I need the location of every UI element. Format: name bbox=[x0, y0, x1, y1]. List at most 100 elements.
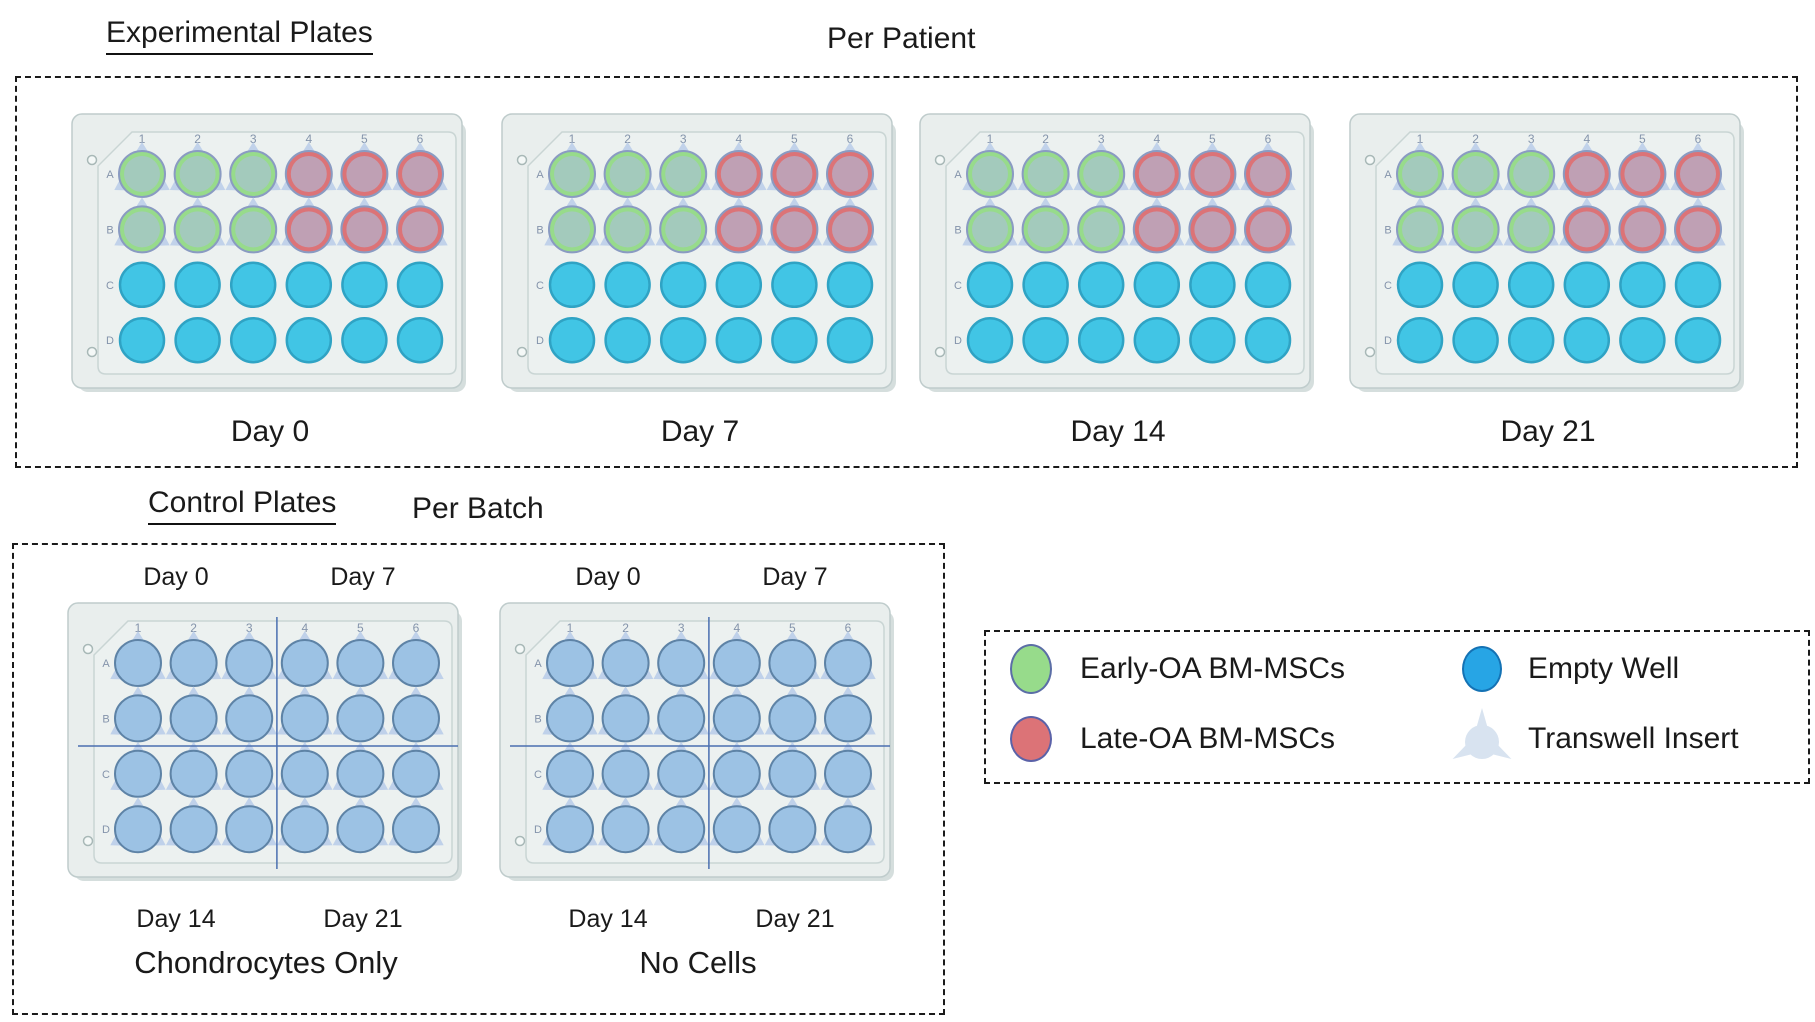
column-label: 4 bbox=[1153, 132, 1160, 146]
well-D2 bbox=[1022, 316, 1069, 364]
well-A4 bbox=[711, 142, 767, 198]
control-caption-chondrocytes: Chondrocytes Only bbox=[134, 945, 398, 980]
well-B1 bbox=[1392, 197, 1448, 254]
row-label: C bbox=[954, 280, 962, 292]
well-D2 bbox=[1452, 316, 1499, 364]
column-label: 4 bbox=[305, 132, 312, 146]
quadrant-label-day-7: Day 7 bbox=[762, 563, 828, 591]
well-A3 bbox=[655, 142, 711, 198]
well-C6 bbox=[826, 261, 874, 309]
column-label: 5 bbox=[789, 621, 796, 635]
well-B5 bbox=[766, 197, 823, 254]
well-B5 bbox=[1184, 197, 1241, 254]
plate-label-day-21: Day 21 bbox=[1500, 415, 1596, 448]
plate-label-day-0: Day 0 bbox=[230, 415, 310, 448]
well-B5 bbox=[764, 686, 821, 743]
legend-item-early-oa: Early-OA BM-MSCs bbox=[1010, 644, 1345, 694]
well-A1 bbox=[1392, 142, 1448, 198]
column-label: 4 bbox=[1583, 132, 1590, 146]
column-label: 5 bbox=[791, 132, 798, 146]
well-D2 bbox=[174, 316, 221, 364]
transwell-insert-shape bbox=[1452, 708, 1512, 759]
row-label: A bbox=[1384, 169, 1392, 181]
well-C3 bbox=[653, 741, 709, 798]
column-label: 6 bbox=[1695, 132, 1702, 146]
well-D6 bbox=[1674, 316, 1722, 364]
well-D1 bbox=[542, 797, 598, 854]
well-A2 bbox=[1017, 142, 1074, 198]
row-label: C bbox=[102, 769, 110, 781]
quadrant-label-day-0: Day 0 bbox=[575, 563, 641, 591]
column-label: 2 bbox=[194, 132, 201, 146]
well-D1 bbox=[1396, 316, 1444, 364]
well-A3 bbox=[1503, 142, 1559, 198]
well-D1 bbox=[110, 797, 166, 854]
row-label: D bbox=[534, 824, 542, 836]
late-oa-well-icon bbox=[1010, 716, 1052, 762]
well-A4 bbox=[1559, 142, 1615, 198]
column-label: 5 bbox=[357, 621, 364, 635]
well-D3 bbox=[653, 797, 709, 854]
well-B3 bbox=[655, 197, 711, 254]
well-C6 bbox=[1244, 261, 1292, 309]
well-A5 bbox=[1614, 142, 1671, 198]
well-C2 bbox=[604, 261, 651, 309]
well-D6 bbox=[396, 316, 444, 364]
row-label: A bbox=[536, 169, 544, 181]
column-label: 1 bbox=[135, 621, 142, 635]
row-label: A bbox=[102, 658, 110, 670]
control-box bbox=[12, 543, 945, 1015]
experimental-box bbox=[15, 76, 1798, 468]
well-D5 bbox=[341, 316, 388, 364]
well-A4 bbox=[1129, 142, 1185, 198]
quadrant-label-day-0: Day 0 bbox=[143, 563, 209, 591]
well-D4 bbox=[709, 797, 765, 854]
well-A3 bbox=[225, 142, 281, 198]
well-C5 bbox=[332, 741, 389, 798]
well-C1 bbox=[542, 741, 598, 798]
column-label: 2 bbox=[1472, 132, 1479, 146]
well-B3 bbox=[1073, 197, 1129, 254]
well-B4 bbox=[277, 686, 333, 743]
well-D4 bbox=[277, 797, 333, 854]
well-B4 bbox=[281, 197, 337, 254]
legend-label-late-oa: Late-OA BM-MSCs bbox=[1080, 722, 1336, 755]
well-A2 bbox=[169, 142, 226, 198]
well-D5 bbox=[1189, 316, 1236, 364]
well-A2 bbox=[165, 631, 222, 687]
well-D1 bbox=[118, 316, 166, 364]
well-C6 bbox=[388, 741, 444, 798]
column-label: 5 bbox=[1639, 132, 1646, 146]
well-C3 bbox=[221, 741, 277, 798]
row-label: A bbox=[534, 658, 542, 670]
quadrant-label-day-21: Day 21 bbox=[755, 905, 835, 933]
well-A4 bbox=[281, 142, 337, 198]
well-A1 bbox=[114, 142, 170, 198]
quadrant-label-day-14: Day 14 bbox=[136, 905, 216, 933]
column-label: 6 bbox=[417, 132, 424, 146]
row-label: B bbox=[102, 713, 109, 725]
row-label: C bbox=[536, 280, 544, 292]
well-A6 bbox=[392, 142, 448, 198]
well-B1 bbox=[544, 197, 600, 254]
well-C5 bbox=[1189, 261, 1236, 309]
well-B1 bbox=[962, 197, 1018, 254]
well-A6 bbox=[822, 142, 878, 198]
column-label: 2 bbox=[1042, 132, 1049, 146]
well-C1 bbox=[110, 741, 166, 798]
well-B5 bbox=[332, 686, 389, 743]
legend-label-early-oa: Early-OA BM-MSCs bbox=[1080, 652, 1346, 685]
well-B5 bbox=[336, 197, 393, 254]
well-D3 bbox=[221, 797, 277, 854]
well-A6 bbox=[1670, 142, 1726, 198]
column-label: 5 bbox=[1209, 132, 1216, 146]
column-label: 1 bbox=[987, 132, 994, 146]
well-D2 bbox=[165, 797, 222, 854]
row-label: A bbox=[954, 169, 962, 181]
column-label: 3 bbox=[680, 132, 687, 146]
legend-item-empty-well: Empty Well bbox=[1462, 646, 1679, 692]
